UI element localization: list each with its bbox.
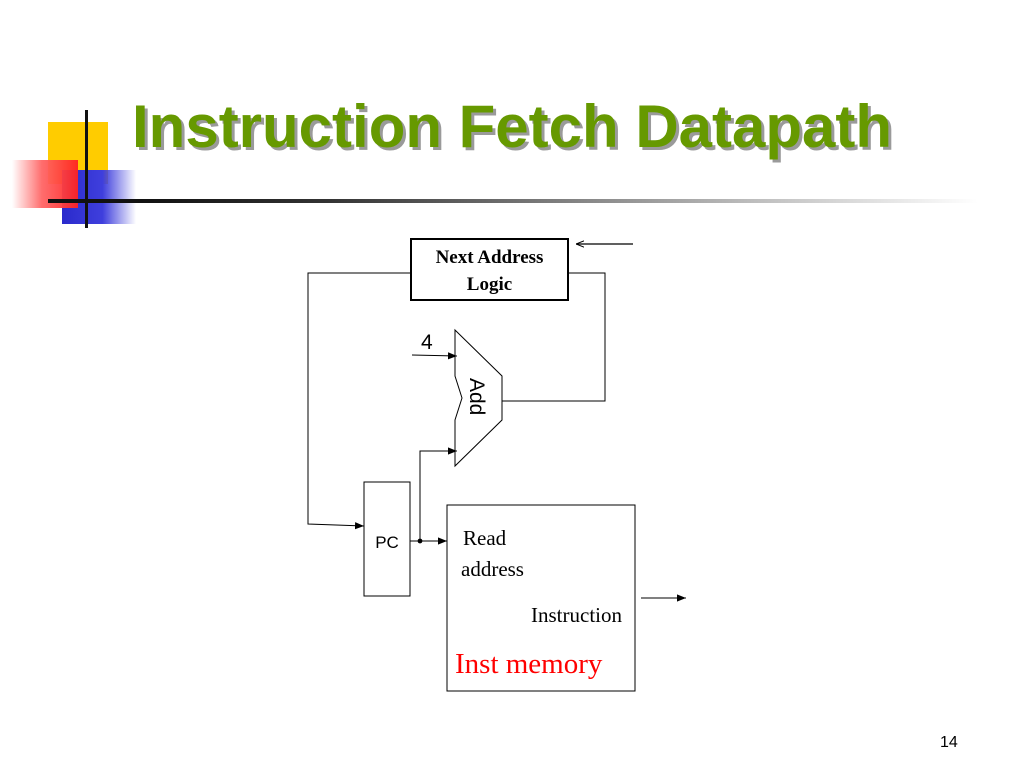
next-address-logic-box <box>410 238 569 301</box>
inst-memory-box <box>446 504 636 692</box>
slide-title: Instruction Fetch Datapath <box>132 93 893 160</box>
next-address-logic-label-line2: Logic <box>467 274 512 295</box>
pc-feedback-wire <box>307 272 411 530</box>
pc-box <box>363 481 411 597</box>
pc-label: PC <box>375 533 399 552</box>
decorative-horizontal-line <box>48 199 138 203</box>
adder-output-wire <box>502 272 606 402</box>
page-number: 14 <box>940 734 958 751</box>
adder-constant-wire <box>411 352 458 360</box>
next-address-logic-label-line1: Next Address <box>436 247 544 268</box>
decorative-vertical-line <box>85 110 88 228</box>
inst-memory-name: Inst memory <box>455 648 603 680</box>
read-address-label-line1: Read <box>463 526 507 550</box>
adder-label: Add <box>465 378 488 415</box>
adder-shape <box>454 328 503 468</box>
instruction-output-label: Instruction <box>531 603 622 627</box>
read-address-label-line2: address <box>461 557 524 581</box>
pc-to-adder-wire <box>419 447 457 541</box>
adder-constant-label: 4 <box>421 331 433 354</box>
title-underline <box>48 199 978 203</box>
